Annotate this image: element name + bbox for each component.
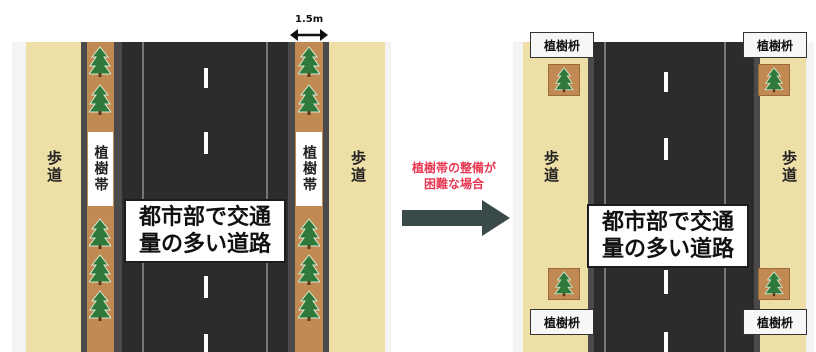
transition-note: 植樹帯の整備が 困難な場合 xyxy=(411,161,496,191)
right-planting-belt-label: 植樹帯 xyxy=(296,132,322,206)
road xyxy=(144,42,266,352)
tree-icon xyxy=(89,46,111,78)
tree-icon xyxy=(298,46,320,78)
lane-dash xyxy=(204,276,208,298)
tree-pit xyxy=(548,64,580,96)
left-sidewalk-label: 歩道 xyxy=(542,150,560,184)
tree-pit-label: 植樹枡 xyxy=(743,32,807,58)
lane-dash xyxy=(664,72,668,92)
tree-pit xyxy=(548,268,580,300)
tree-icon xyxy=(89,218,111,250)
left-sidewalk xyxy=(26,42,81,352)
road xyxy=(606,42,724,352)
right-arrow-icon xyxy=(402,200,510,236)
double-arrow-icon xyxy=(290,29,328,41)
tree-icon xyxy=(298,218,320,250)
width-label: 1.5m xyxy=(295,14,324,25)
right-sidewalk xyxy=(329,42,385,352)
after-road-label: 都市部で交通 量の多い道路 xyxy=(587,204,749,268)
tree-pit-label: 植樹枡 xyxy=(530,309,594,335)
tree-pit xyxy=(758,64,790,96)
lane-dash xyxy=(664,332,668,352)
tree-pit-label: 植樹枡 xyxy=(743,309,807,335)
tree-icon xyxy=(298,254,320,286)
left-planting-belt-label: 植樹帯 xyxy=(88,132,113,206)
lane-dash xyxy=(664,138,668,160)
road-left-lane xyxy=(122,42,142,352)
before-road-label: 都市部で交通 量の多い道路 xyxy=(124,199,286,263)
tree-icon xyxy=(298,84,320,116)
left-sidewalk-label: 歩道 xyxy=(45,150,63,184)
lane-dash xyxy=(664,270,668,294)
tree-pit-label: 植樹枡 xyxy=(530,32,594,58)
tree-pit xyxy=(758,268,790,300)
right-sidewalk-label: 歩道 xyxy=(349,150,367,184)
lane-dash xyxy=(204,132,208,154)
tree-icon xyxy=(89,290,111,322)
lane-dash xyxy=(204,334,208,352)
tree-icon xyxy=(89,254,111,286)
right-sidewalk-label: 歩道 xyxy=(780,150,798,184)
lane-dash xyxy=(204,68,208,88)
tree-icon xyxy=(89,84,111,116)
tree-icon xyxy=(298,290,320,322)
